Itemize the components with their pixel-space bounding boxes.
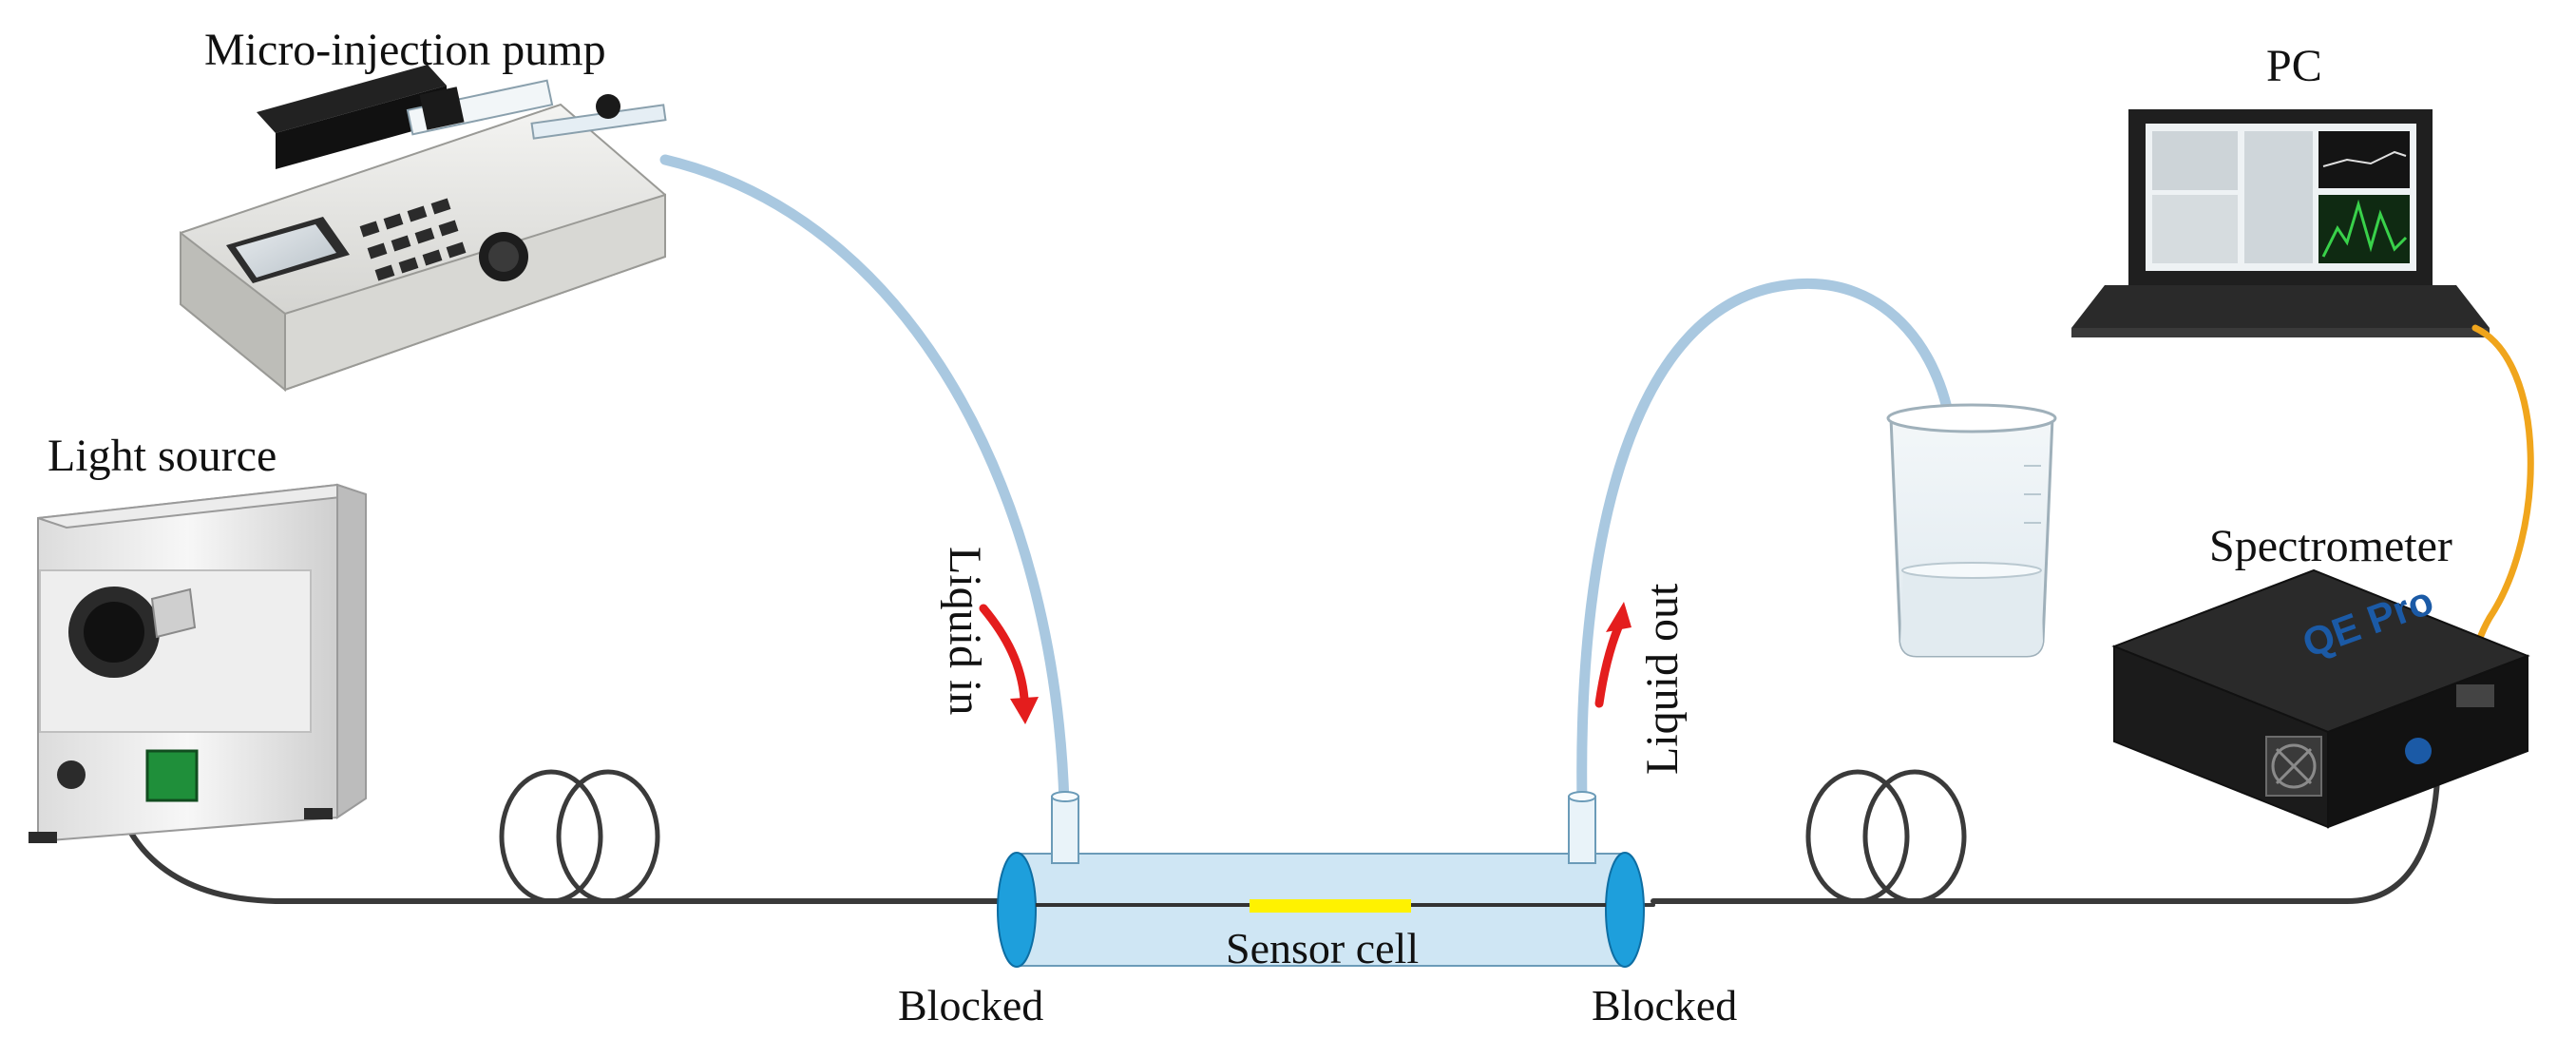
outlet-port	[1568, 796, 1596, 864]
fiber-coil-right	[1805, 769, 1967, 904]
light-source-switch	[145, 749, 199, 802]
pump-keypad	[359, 198, 467, 281]
label-blocked-right: Blocked	[1592, 981, 1737, 1029]
tube-outlet	[1576, 279, 1958, 809]
label-spectrometer: Spectrometer	[2209, 521, 2452, 571]
inlet-port	[1051, 796, 1079, 864]
light-source	[29, 483, 367, 843]
spectrometer-port	[2405, 738, 2432, 764]
label-liquid-out: Liquid out	[1637, 583, 1688, 775]
spectrometer: QE Pro	[2111, 568, 2530, 829]
light-source-dial	[57, 760, 86, 789]
sensor-region	[1250, 899, 1411, 913]
liquid-out-arrow	[1594, 602, 1631, 708]
pc-laptop	[2071, 109, 2490, 337]
sensor-cell-cap-right	[1605, 852, 1645, 968]
fiber-coil-left	[499, 769, 660, 904]
label-liquid-in: Liquid in	[940, 547, 990, 715]
label-light-source: Light source	[48, 431, 277, 481]
label-sensor-cell: Sensor cell	[1226, 924, 1419, 972]
liquid-tubing	[659, 154, 1958, 809]
beaker	[1886, 403, 2057, 658]
micro-injection-pump	[180, 65, 667, 393]
tube-inlet	[659, 154, 1070, 809]
labels: Micro-injection pump PC Light source Spe…	[48, 25, 2452, 1029]
liquid-in-arrow	[979, 604, 1039, 724]
sensor-cell-cap-left	[997, 852, 1037, 968]
label-blocked-left: Blocked	[898, 981, 1043, 1029]
label-pc: PC	[2266, 41, 2322, 91]
fiber-to-spectrometer	[1651, 777, 2440, 904]
label-micro-injection-pump: Micro-injection pump	[204, 25, 606, 75]
sensor-cell	[997, 791, 1645, 968]
